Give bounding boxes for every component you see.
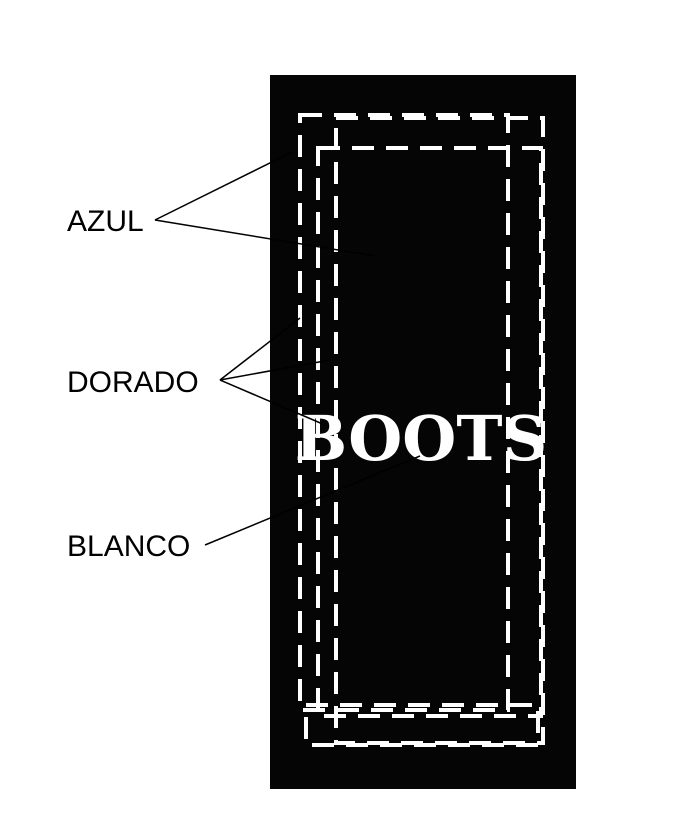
label-blanco: BLANCO: [67, 530, 190, 563]
leader-line-azul-outer: [154, 151, 293, 221]
leader-line-blanco: [204, 455, 421, 546]
label-panel: [270, 75, 576, 789]
label-azul: AZUL: [67, 205, 144, 238]
middle-stitch-border: [334, 116, 545, 745]
brand-text: BOOTS: [295, 402, 547, 475]
inner-stitch-border: [316, 146, 543, 718]
leader-line-dorado-1: [219, 317, 301, 381]
leader-line-dorado-3: [219, 379, 326, 426]
innermost-stitch-border: [304, 703, 540, 747]
label-dorado: DORADO: [67, 366, 199, 399]
leader-line-azul-inner: [154, 219, 376, 257]
leader-line-dorado-2: [219, 359, 331, 381]
outer-stitch-border: [298, 113, 510, 712]
